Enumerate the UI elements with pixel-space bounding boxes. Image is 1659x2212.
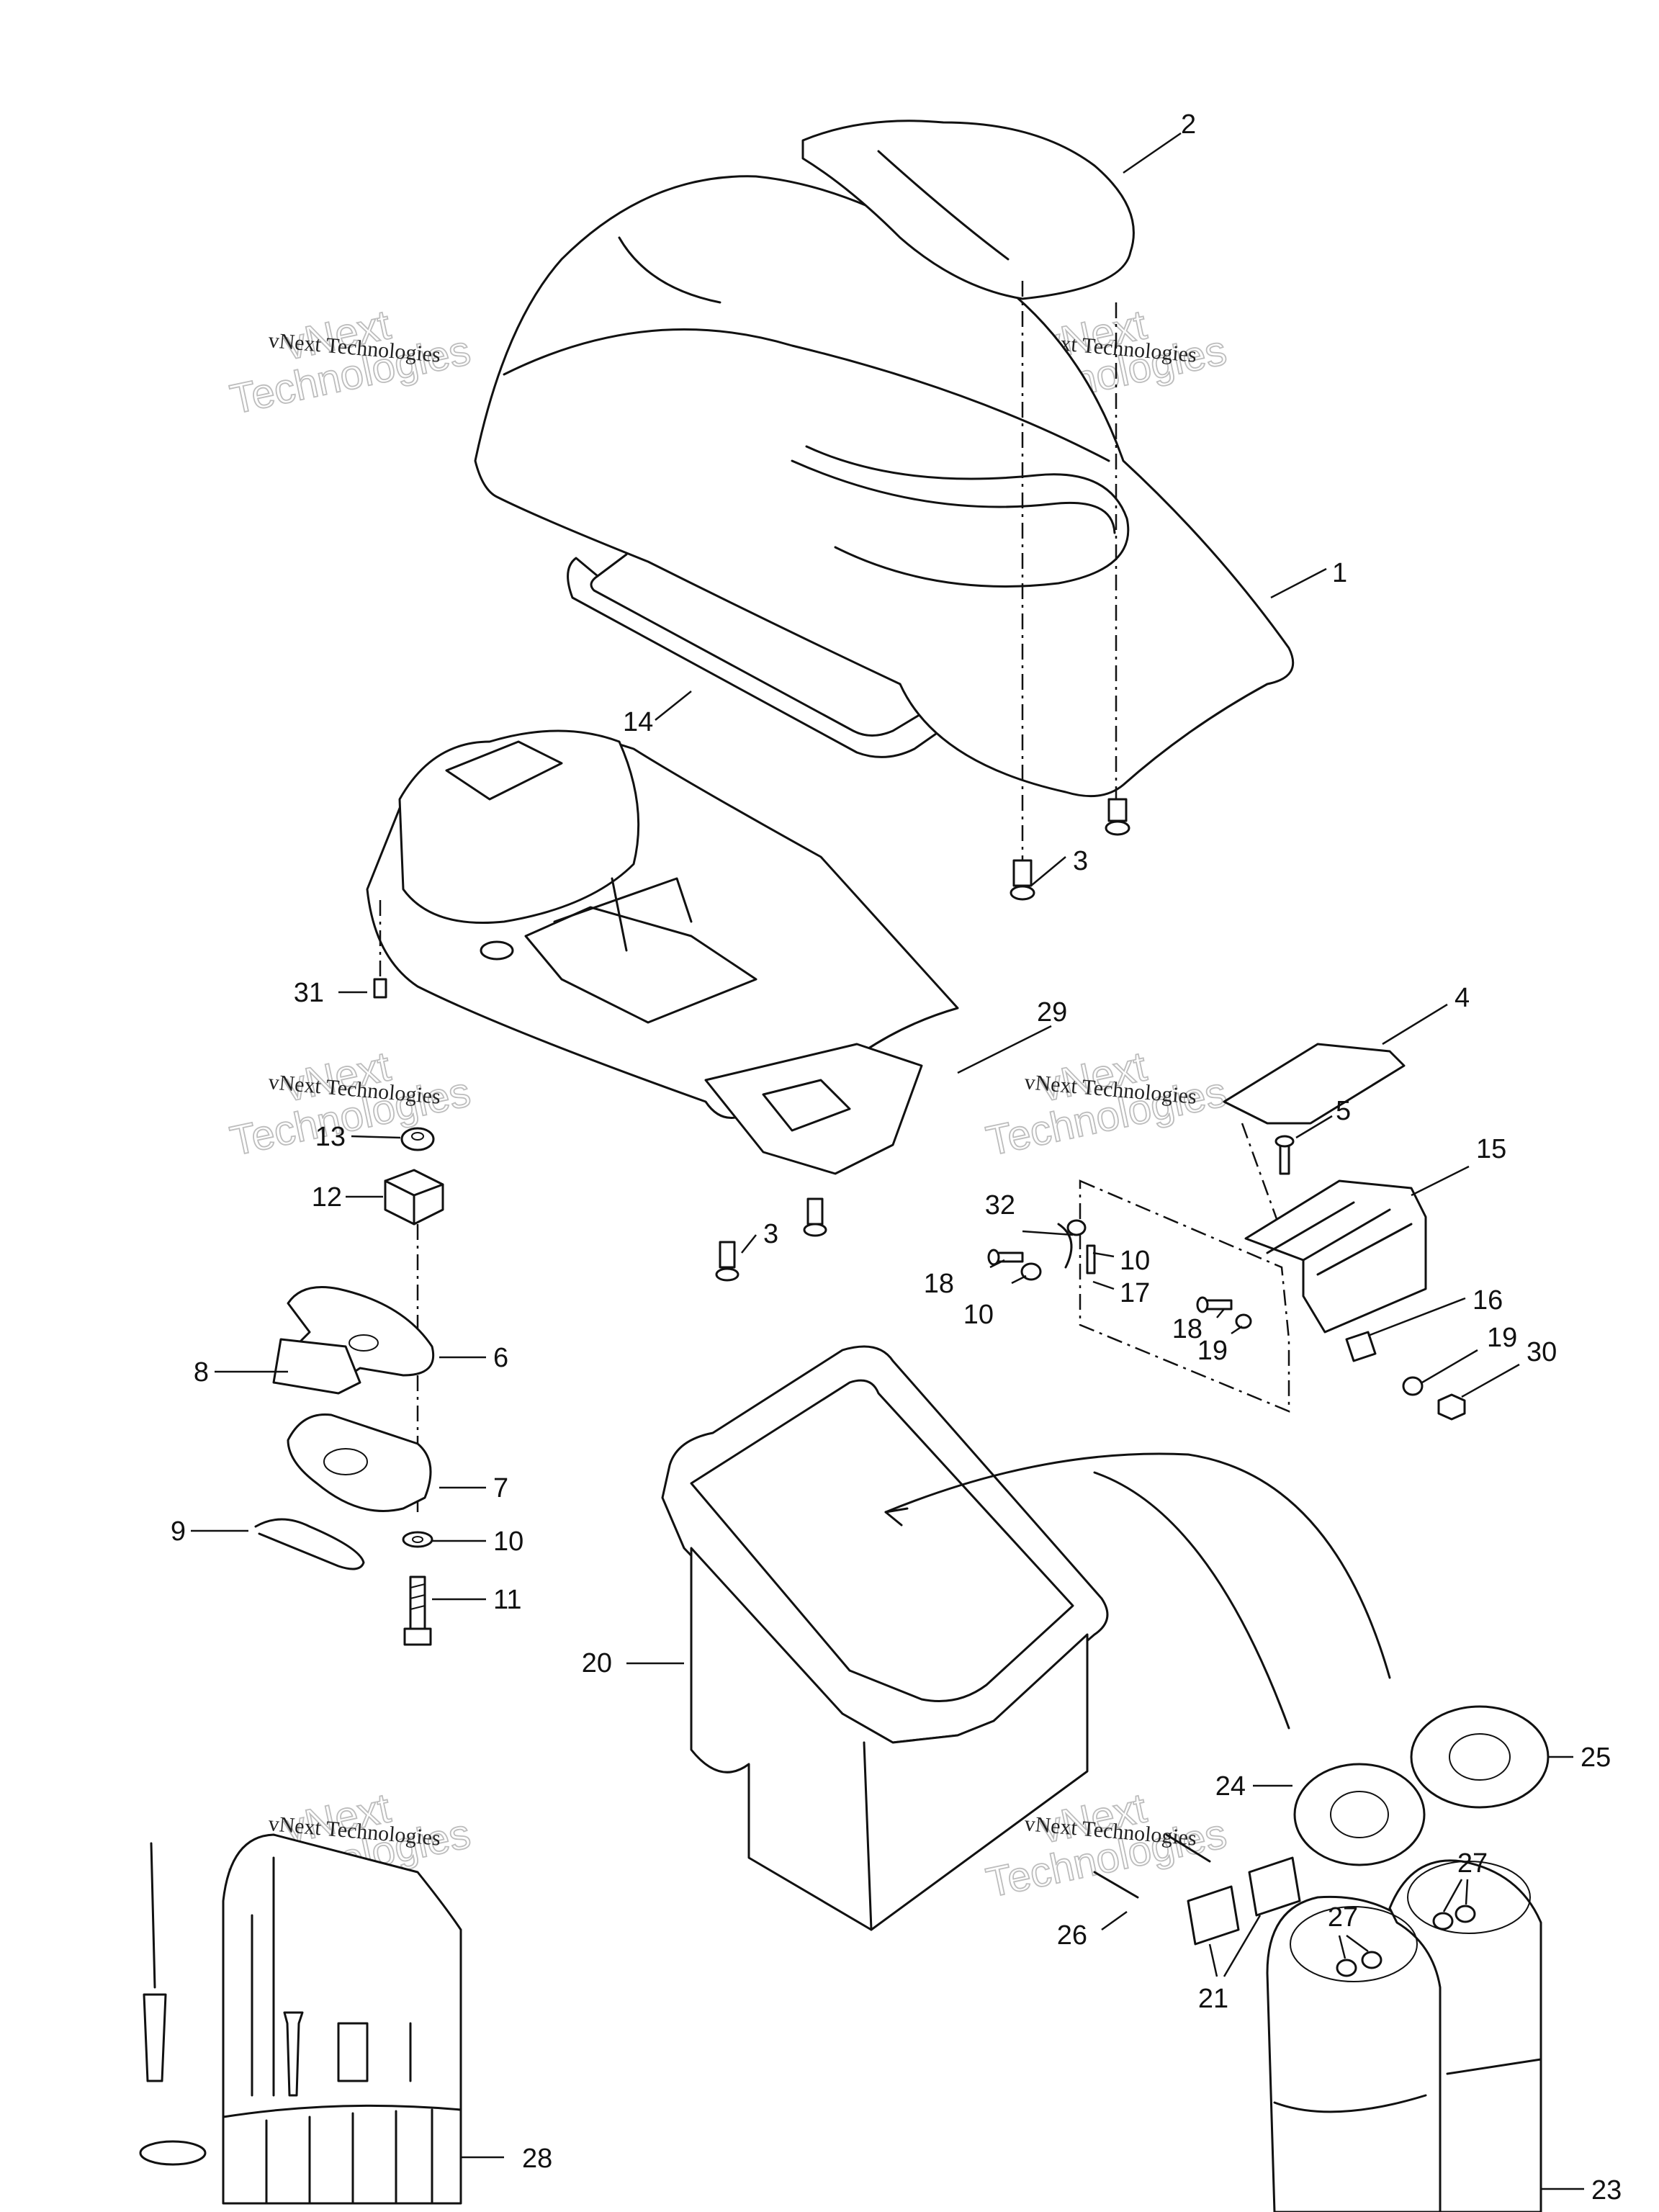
callout-3-top: 3 bbox=[1073, 846, 1088, 876]
part-washer-19-right bbox=[1235, 1313, 1252, 1329]
callout-24: 24 bbox=[1215, 1771, 1246, 1802]
callout-10-upper: 10 bbox=[1120, 1246, 1150, 1276]
part-rivet-17 bbox=[1086, 1244, 1096, 1274]
callout-15: 15 bbox=[1476, 1134, 1506, 1164]
part-cap-24 bbox=[1293, 1763, 1426, 1866]
callout-13: 13 bbox=[315, 1122, 346, 1152]
callout-1: 1 bbox=[1332, 558, 1347, 588]
part-rivets-26 bbox=[1093, 1833, 1211, 1899]
part-washer-right bbox=[1402, 1376, 1424, 1396]
part-cap-25 bbox=[1410, 1705, 1550, 1809]
callout-28: 28 bbox=[522, 2144, 552, 2174]
watermark-mid-right: vNext Technologies vNext Technologies bbox=[981, 1042, 1231, 1165]
callout-26: 26 bbox=[1057, 1920, 1087, 1951]
part-pin bbox=[373, 978, 387, 999]
arrow-into-bin-inner bbox=[1093, 1471, 1290, 1730]
callout-10-latch: 10 bbox=[493, 1527, 523, 1557]
part-bracket-tab bbox=[1345, 1331, 1377, 1362]
callout-5: 5 bbox=[1336, 1096, 1351, 1126]
callout-32: 32 bbox=[985, 1190, 1015, 1220]
part-bracket-screw bbox=[1274, 1135, 1295, 1175]
part-tool-kit bbox=[139, 1833, 462, 2205]
part-plate-21-right bbox=[1248, 1856, 1301, 1917]
callout-2: 2 bbox=[1181, 109, 1196, 140]
part-screw-18-right bbox=[1196, 1296, 1233, 1313]
callout-21: 21 bbox=[1198, 1984, 1228, 2014]
part-washer-10-upper bbox=[1066, 1219, 1087, 1236]
callout-27-left: 27 bbox=[1328, 1902, 1358, 1933]
callout-31: 31 bbox=[294, 978, 324, 1008]
callout-17: 17 bbox=[1120, 1278, 1150, 1308]
bracket-assembly-outline bbox=[1079, 1179, 1290, 1413]
callout-19-left: 19 bbox=[1197, 1336, 1228, 1366]
callout-8: 8 bbox=[194, 1357, 209, 1388]
callout-9: 9 bbox=[171, 1516, 186, 1547]
part-screw-pair-top bbox=[1010, 798, 1130, 901]
part-latch-base bbox=[287, 1413, 432, 1512]
watermark-top-left: vNext Technologies vNext Technologies bbox=[225, 300, 475, 423]
callout-27-right: 27 bbox=[1457, 1848, 1488, 1879]
arrow-into-bin bbox=[884, 1452, 1391, 1679]
arrowhead bbox=[884, 1507, 909, 1527]
callout-23: 23 bbox=[1591, 2175, 1622, 2206]
part-nut-right bbox=[1437, 1393, 1466, 1421]
part-screw-18-left bbox=[987, 1249, 1024, 1266]
part-latch-lever bbox=[272, 1338, 361, 1395]
part-bracket-plate bbox=[1223, 1043, 1406, 1125]
callout-20: 20 bbox=[582, 1648, 612, 1678]
part-plate-21-left bbox=[1187, 1885, 1240, 1946]
callout-25: 25 bbox=[1581, 1743, 1611, 1773]
callout-11: 11 bbox=[493, 1585, 521, 1615]
callout-10-lower: 10 bbox=[963, 1300, 994, 1330]
callout-29: 29 bbox=[1037, 997, 1067, 1028]
part-box-bracket bbox=[1244, 1179, 1427, 1334]
callout-18-right: 18 bbox=[1172, 1314, 1202, 1344]
part-cable-loop bbox=[1057, 1223, 1073, 1269]
part-base-plate bbox=[366, 729, 959, 1175]
part-seat-hood bbox=[474, 175, 1295, 798]
leader-lines bbox=[191, 132, 1584, 2190]
part-nut-small bbox=[400, 1127, 435, 1151]
callout-7: 7 bbox=[493, 1473, 508, 1503]
part-bolt-latch bbox=[403, 1575, 432, 1646]
callout-4: 4 bbox=[1455, 983, 1470, 1013]
callout-12: 12 bbox=[312, 1182, 342, 1213]
callout-30: 30 bbox=[1527, 1337, 1557, 1367]
callout-3-bottom: 3 bbox=[763, 1219, 778, 1249]
callout-14: 14 bbox=[623, 707, 653, 737]
part-wire-clip bbox=[254, 1518, 365, 1570]
callout-labels: 1 2 3 3 4 5 6 7 8 9 10 10 10 11 12 13 14… bbox=[171, 109, 1622, 2206]
watermark-mid-left: vNext Technologies vNext Technologies bbox=[225, 1042, 475, 1165]
part-storage-bin bbox=[661, 1345, 1109, 1931]
callout-6: 6 bbox=[493, 1343, 508, 1373]
part-seat-pad bbox=[801, 120, 1135, 300]
part-washer-10-lower bbox=[1020, 1262, 1042, 1281]
part-grommets-27 bbox=[1336, 1905, 1476, 1977]
callout-16: 16 bbox=[1473, 1285, 1503, 1316]
part-screw-pair-bottom bbox=[715, 1197, 827, 1282]
part-nut-square bbox=[384, 1169, 444, 1226]
callout-18-left: 18 bbox=[924, 1269, 954, 1299]
part-tanks bbox=[1266, 1859, 1542, 2212]
part-washer-latch bbox=[402, 1531, 433, 1548]
callout-19-right: 19 bbox=[1487, 1323, 1517, 1353]
